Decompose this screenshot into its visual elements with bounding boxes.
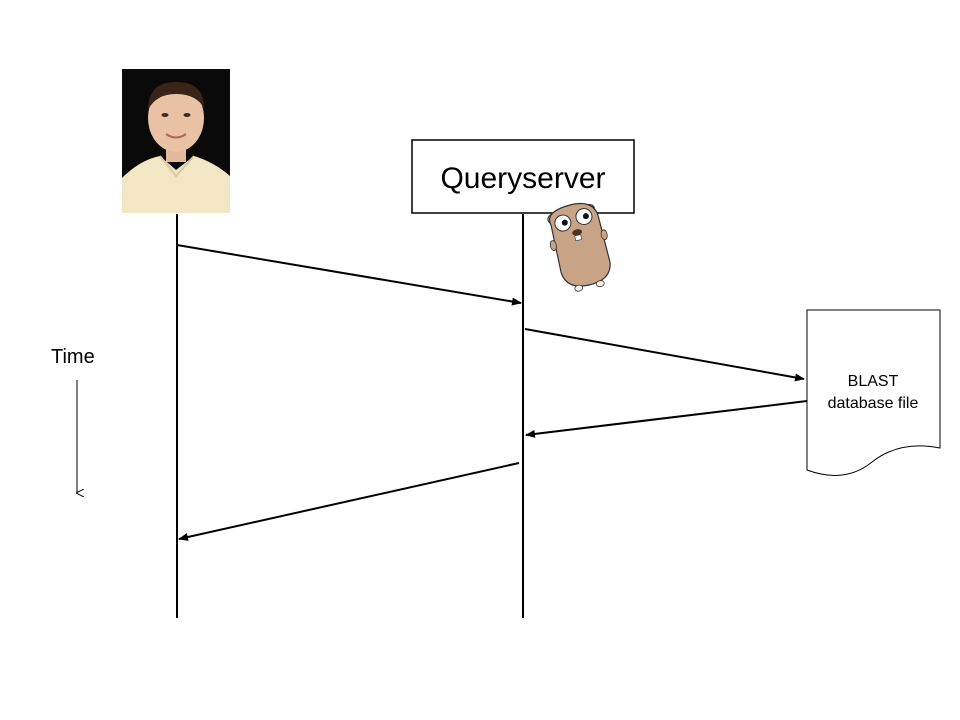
go-gopher-icon [547,203,611,292]
database-reply-arrow [525,400,808,438]
database-file-icon: BLAST database file [806,309,941,476]
response-arrow [178,462,520,541]
database-label-line2: database file [828,395,919,412]
database-label-line1: BLAST [848,373,899,390]
queryserver-box: Queryserver [411,139,635,214]
request-arrow [176,244,522,306]
person-photo-icon [122,69,230,213]
queryserver-label: Queryserver [440,162,605,195]
time-label: Time [51,346,95,368]
query-database-arrow [524,328,805,382]
